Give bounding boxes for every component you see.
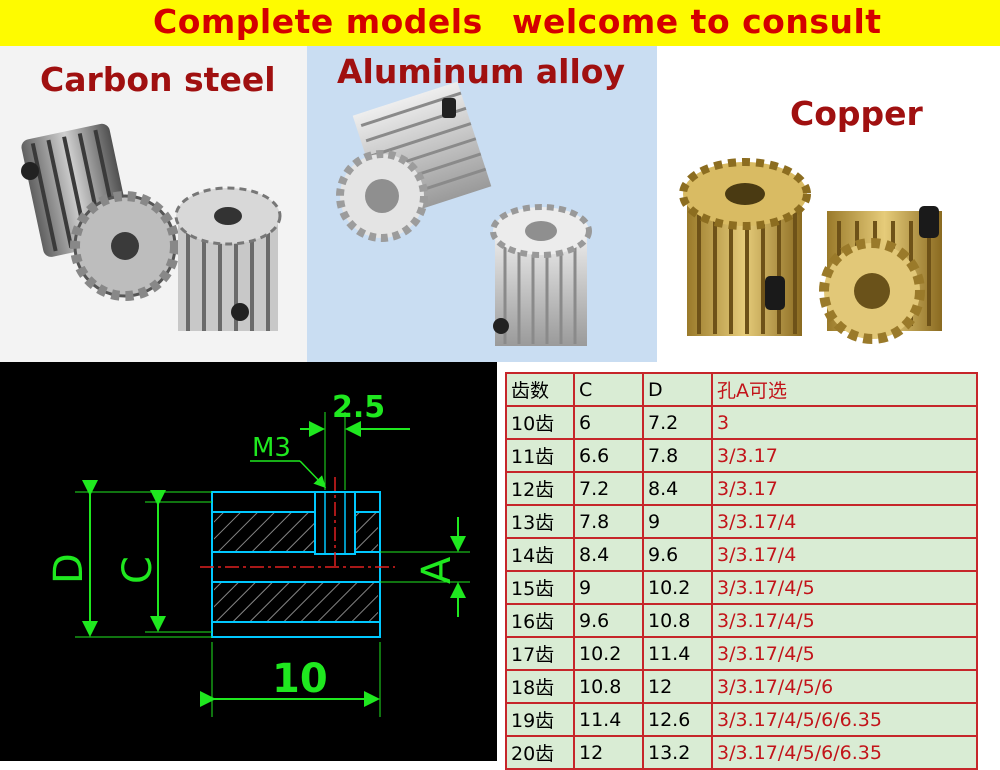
table-cell: 12.6 xyxy=(642,702,713,737)
table-cell: 14齿 xyxy=(505,537,575,572)
gear-dimension-diagram: 2.5 M3 D C A 10 xyxy=(46,390,470,717)
table-cell: 3/3.17/4 xyxy=(711,504,978,539)
thread-label: M3 xyxy=(252,433,291,463)
copper-label: Copper xyxy=(790,94,923,133)
table-cell: 11.4 xyxy=(642,636,713,671)
dim-a-label: A xyxy=(414,556,460,584)
table-cell: 10.2 xyxy=(642,570,713,605)
table-cell: 11.4 xyxy=(573,702,644,737)
table-cell: 3/3.17/4/5/6/6.35 xyxy=(711,702,978,737)
table-cell: 8.4 xyxy=(573,537,644,572)
table-cell: 8.4 xyxy=(642,471,713,506)
table-cell: 9.6 xyxy=(642,537,713,572)
table-cell: 7.8 xyxy=(642,438,713,473)
table-cell: 7.2 xyxy=(573,471,644,506)
table-cell: 17齿 xyxy=(505,636,575,671)
table-cell: 9 xyxy=(573,570,644,605)
table-cell: 7.2 xyxy=(642,405,713,440)
table-cell: 20齿 xyxy=(505,735,575,770)
table-cell: 13齿 xyxy=(505,504,575,539)
table-cell: 12 xyxy=(573,735,644,770)
dim-c-label: C xyxy=(115,556,161,584)
table-cell: 16齿 xyxy=(505,603,575,638)
carbon-steel-label: Carbon steel xyxy=(40,60,276,99)
table-cell: 9 xyxy=(642,504,713,539)
aluminum-panel: Aluminum alloy xyxy=(307,46,657,362)
table-cell: 3/3.17/4/5 xyxy=(711,636,978,671)
table-cell: 9.6 xyxy=(573,603,644,638)
table-cell: 12 xyxy=(642,669,713,704)
table-cell: 3/3.17/4/5 xyxy=(711,603,978,638)
table-cell: 6 xyxy=(573,405,644,440)
dim-d-label: D xyxy=(46,553,92,584)
technical-drawing: 2.5 M3 D C A 10 xyxy=(0,362,497,761)
header-cell: D xyxy=(642,372,713,407)
table-cell: 7.8 xyxy=(573,504,644,539)
table-cell: 15齿 xyxy=(505,570,575,605)
table-cell: 10.2 xyxy=(573,636,644,671)
header-banner: Complete models welcome to consult xyxy=(0,0,1000,46)
table-cell: 10.8 xyxy=(642,603,713,638)
table-cell: 3/3.17 xyxy=(711,471,978,506)
header-cell: C xyxy=(573,372,644,407)
table-cell: 11齿 xyxy=(505,438,575,473)
table-cell: 13.2 xyxy=(642,735,713,770)
carbon-steel-gear-image xyxy=(21,123,282,331)
table-cell: 10.8 xyxy=(573,669,644,704)
aluminum-gear-image xyxy=(336,81,592,346)
copper-gear-image xyxy=(679,158,942,344)
banner-left-text: Complete models xyxy=(153,2,483,41)
table-cell: 10齿 xyxy=(505,405,575,440)
dim-top-label: 2.5 xyxy=(332,390,385,425)
carbon-steel-panel: Carbon steel xyxy=(0,46,307,362)
table-cell: 3/3.17 xyxy=(711,438,978,473)
table-cell: 12齿 xyxy=(505,471,575,506)
copper-panel: Copper xyxy=(657,46,1000,362)
table-cell: 3/3.17/4/5/6 xyxy=(711,669,978,704)
table-cell: 3/3.17/4/5 xyxy=(711,570,978,605)
table-cell: 19齿 xyxy=(505,702,575,737)
header-cell: 齿数 xyxy=(505,372,575,407)
table-cell: 3/3.17/4 xyxy=(711,537,978,572)
aluminum-label: Aluminum alloy xyxy=(337,52,625,91)
table-cell: 3 xyxy=(711,405,978,440)
dim-length-label: 10 xyxy=(272,656,328,702)
table-cell: 3/3.17/4/5/6/6.35 xyxy=(711,735,978,770)
banner-right-text: welcome to consult xyxy=(512,2,882,41)
table-cell: 18齿 xyxy=(505,669,575,704)
table-cell: 6.6 xyxy=(573,438,644,473)
header-cell: 孔A可选 xyxy=(711,372,978,407)
